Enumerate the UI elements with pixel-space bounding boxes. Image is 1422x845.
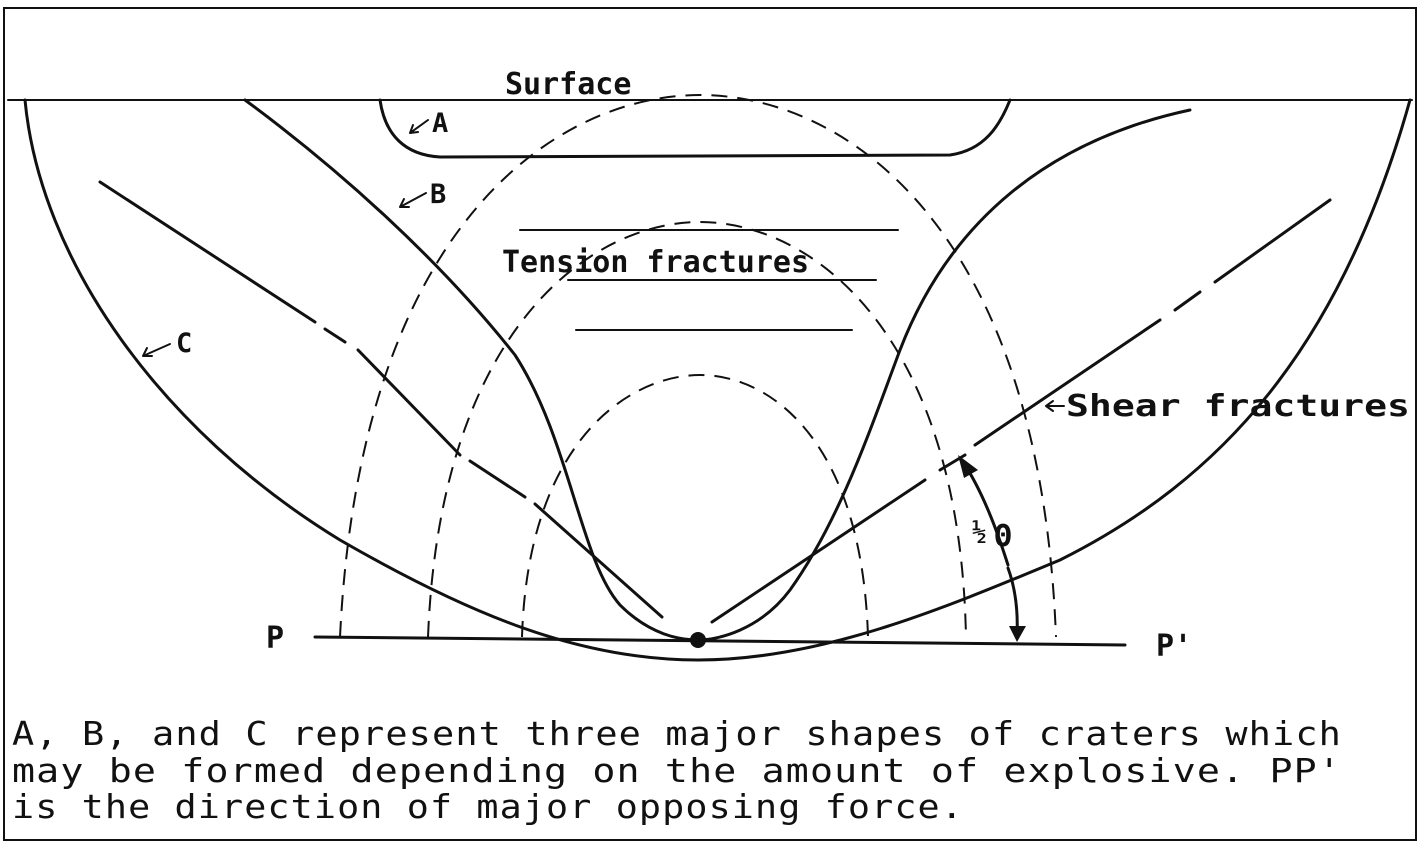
angle-arrowhead-top [958, 455, 978, 478]
pp-prime-line [313, 635, 1127, 647]
tension-fractures-label: Tension fractures [502, 245, 809, 280]
stress-arcs [339, 93, 1057, 638]
shear-left-solid-1 [98, 180, 317, 324]
pointer-arrows [142, 119, 1065, 412]
shear-right-solid-2 [973, 318, 1162, 447]
pointer-arrow-c [142, 343, 171, 357]
pointer-arrow-a [409, 119, 429, 134]
crater-c-outline [23, 98, 1412, 662]
charge-point [690, 632, 706, 648]
crater-c-label: C [176, 328, 192, 359]
surface-label: Surface [505, 67, 631, 102]
point-p-label: P [266, 621, 284, 656]
shear-left-dash-2 [468, 459, 527, 499]
angle-half-label: ½ [972, 518, 986, 546]
stress-arc-outer [339, 93, 1057, 638]
stress-arc-third [521, 373, 869, 638]
tension-fracture-lines [519, 229, 899, 331]
angle-theta-label: Θ [994, 519, 1012, 554]
shear-left-dash-1 [323, 327, 347, 344]
pointer-arrow-b [399, 192, 427, 208]
shear-right-solid-3 [710, 478, 927, 624]
shear-fracture-left [98, 180, 664, 619]
caption-line-2: may be formed depending on the amount of… [12, 751, 1342, 790]
shear-fractures-label: Shear fractures [1066, 389, 1410, 424]
crater-a-label: A [432, 108, 448, 139]
shear-right-solid-1 [1213, 198, 1332, 284]
figure-frame [3, 7, 1417, 841]
crater-a-outline [378, 98, 1012, 159]
shear-fracture-right [710, 198, 1332, 624]
caption-line-1: A, B, and C represent three major shapes… [12, 714, 1342, 753]
point-p-prime-label: P' [1156, 629, 1192, 664]
angle-arrowhead-bottom [1009, 626, 1026, 642]
shear-left-solid-3 [533, 502, 664, 619]
crater-b-label: B [430, 179, 446, 210]
caption-line-3: is the direction of major opposing force… [12, 787, 964, 826]
pointer-arrow-shear [1045, 400, 1065, 412]
stress-arc-second [427, 220, 967, 638]
shear-left-solid-2 [356, 348, 462, 457]
shear-right-dash-1 [1173, 290, 1202, 312]
